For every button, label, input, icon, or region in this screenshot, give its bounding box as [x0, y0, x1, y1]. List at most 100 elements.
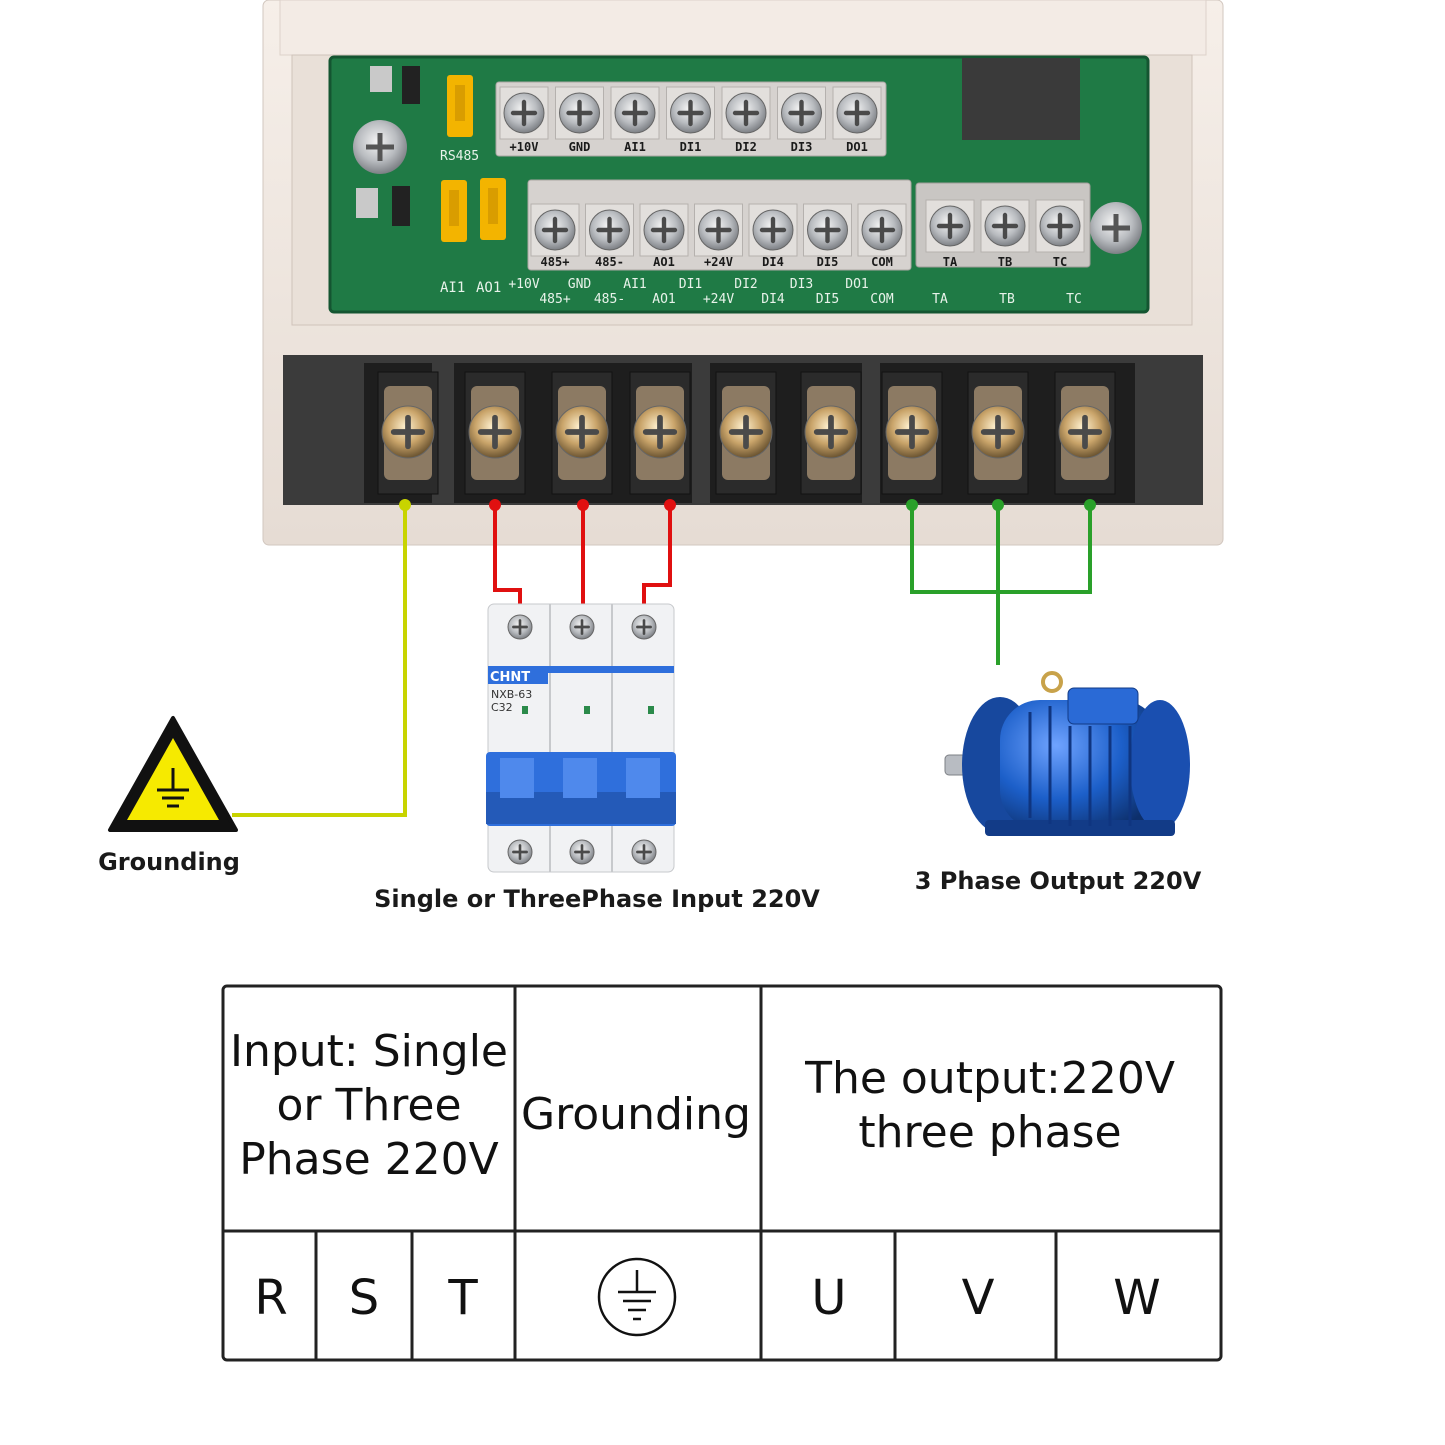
control-terminal-top-screw-icon	[559, 92, 600, 134]
output-caption: 3 Phase Output 220V	[915, 867, 1202, 895]
control-terminal-top-screw-icon	[725, 92, 767, 134]
control-terminal-top-screw-icon	[670, 92, 711, 134]
silk-label-row1: DI1	[679, 277, 702, 292]
ground-warning-icon	[108, 716, 238, 832]
silk-label-row2: DI5	[816, 292, 839, 307]
power-terminal-screw-icon	[468, 405, 522, 459]
power-terminal-screw-icon	[719, 405, 773, 459]
breaker-top-screw-icon	[569, 614, 595, 640]
control-terminal-top-screw-icon	[781, 92, 822, 134]
control-terminal-bottom-screw-icon	[534, 209, 576, 251]
table-header-input-line2: or Three	[276, 1080, 461, 1131]
terminal-u: U	[811, 1270, 846, 1326]
silk-label-row2: 485+	[539, 292, 570, 307]
earth-ground-icon	[597, 1257, 677, 1337]
input-wires	[489, 499, 676, 615]
silk-label-row2: +24V	[703, 292, 734, 307]
control-terminal-bottom-screw-icon	[807, 209, 848, 251]
control-terminal-top-label: +10V	[510, 140, 539, 154]
wiring-table: Input: Single or Three Phase 220V Ground…	[221, 984, 1223, 1362]
breaker-bottom-screw-icon	[507, 839, 533, 865]
control-terminal-top-label: AI1	[624, 140, 646, 154]
silk-label-row2: TA	[932, 292, 948, 307]
terminal-v: V	[962, 1270, 995, 1326]
grounding-caption: Grounding	[98, 848, 240, 876]
breaker-brand: CHNT	[490, 670, 530, 685]
silk-label-row1: DI2	[734, 277, 757, 292]
control-terminal-bottom-label: DI5	[817, 255, 839, 269]
control-terminal-bottom-label: DI4	[762, 255, 784, 269]
silk-label-row2: AO1	[652, 292, 675, 307]
circuit-breaker: CHNT NXB-63 C32	[486, 603, 676, 873]
power-terminal-strip	[364, 363, 1135, 503]
terminal-w: W	[1113, 1270, 1160, 1326]
relay-terminal-screw-icon	[1039, 205, 1081, 247]
control-terminal-top-screw-icon	[836, 92, 878, 134]
jumper-label-rs485: RS485	[440, 149, 479, 164]
control-terminal-top-label: GND	[569, 140, 591, 154]
control-terminal-bottom-label: COM	[871, 255, 893, 269]
silk-label-row2: 485-	[594, 292, 625, 307]
jumper-label-ao1: AO1	[476, 280, 501, 296]
silk-label-row2: DI4	[761, 292, 785, 307]
control-terminal-bottom-label: 485+	[541, 255, 570, 269]
control-terminal-top-screw-icon	[503, 92, 545, 134]
silk-label-row1: DO1	[845, 277, 868, 292]
silk-label-row1: AI1	[623, 277, 646, 292]
motor-icon	[944, 671, 1190, 836]
silk-label-row2: COM	[870, 292, 894, 307]
power-terminal-screw-icon	[381, 405, 435, 459]
table-header-output-line2: three phase	[858, 1107, 1121, 1158]
relay-terminal-label: TA	[943, 255, 958, 269]
terminal-s: S	[349, 1270, 379, 1326]
control-terminal-bottom-label: 485-	[595, 255, 624, 269]
jumper-ai1	[441, 180, 467, 242]
power-terminal-screw-icon	[971, 405, 1025, 459]
silk-label-row1: DI3	[790, 277, 813, 292]
relay-terminal-label: TC	[1053, 255, 1067, 269]
jumper-label-ai1: AI1	[440, 280, 465, 296]
control-terminal-top-label: DO1	[846, 140, 868, 154]
silk-label-row1: GND	[568, 277, 592, 292]
silk-label-row1: +10V	[508, 277, 539, 292]
control-terminal-bottom-label: AO1	[653, 255, 675, 269]
power-terminal-screw-icon	[885, 405, 939, 459]
table-header-input-line3: Phase 220V	[239, 1134, 498, 1185]
relay-terminal-screw-icon	[929, 205, 971, 247]
table-header-ground: Grounding	[521, 1089, 751, 1140]
breaker-top-screw-icon	[507, 614, 533, 640]
table-header-output-line1: The output:220V	[804, 1053, 1175, 1104]
jumper-rs485	[447, 75, 473, 137]
power-terminal-screw-icon	[633, 405, 687, 459]
control-terminal-bottom-screw-icon	[589, 209, 630, 251]
control-terminal-bottom-screw-icon	[861, 209, 903, 251]
control-terminal-top-label: DI3	[791, 140, 813, 154]
relay-terminal-screw-icon	[984, 205, 1026, 247]
breaker-top-screw-icon	[631, 614, 657, 640]
breaker-rating: C32	[491, 701, 513, 714]
terminal-t: T	[447, 1270, 478, 1326]
control-terminal-bottom-screw-icon	[643, 209, 685, 251]
control-terminal-top-screw-icon	[614, 92, 656, 134]
breaker-bottom-screw-icon	[569, 839, 595, 865]
control-terminal-bottom-label: +24V	[704, 255, 733, 269]
ground-wire	[232, 499, 411, 817]
breaker-bottom-screw-icon	[631, 839, 657, 865]
input-caption: Single or ThreePhase Input 220V	[374, 885, 820, 913]
control-terminal-top-label: DI2	[735, 140, 757, 154]
breaker-model: NXB-63	[491, 688, 532, 701]
control-terminal-bottom-screw-icon	[698, 209, 739, 251]
jumper-ao1	[480, 178, 506, 240]
relay-component	[962, 58, 1080, 140]
output-wires	[906, 499, 1096, 665]
table-header-input-line1: Input: Single	[230, 1026, 508, 1077]
power-terminal-screw-icon	[555, 405, 609, 459]
silk-label-row2: TB	[999, 292, 1015, 307]
power-terminal-screw-icon	[1058, 405, 1112, 459]
terminal-r: R	[254, 1270, 287, 1326]
control-terminal-bottom-screw-icon	[752, 209, 794, 251]
relay-terminal-label: TB	[998, 255, 1012, 269]
silk-label-row2: TC	[1066, 292, 1082, 307]
